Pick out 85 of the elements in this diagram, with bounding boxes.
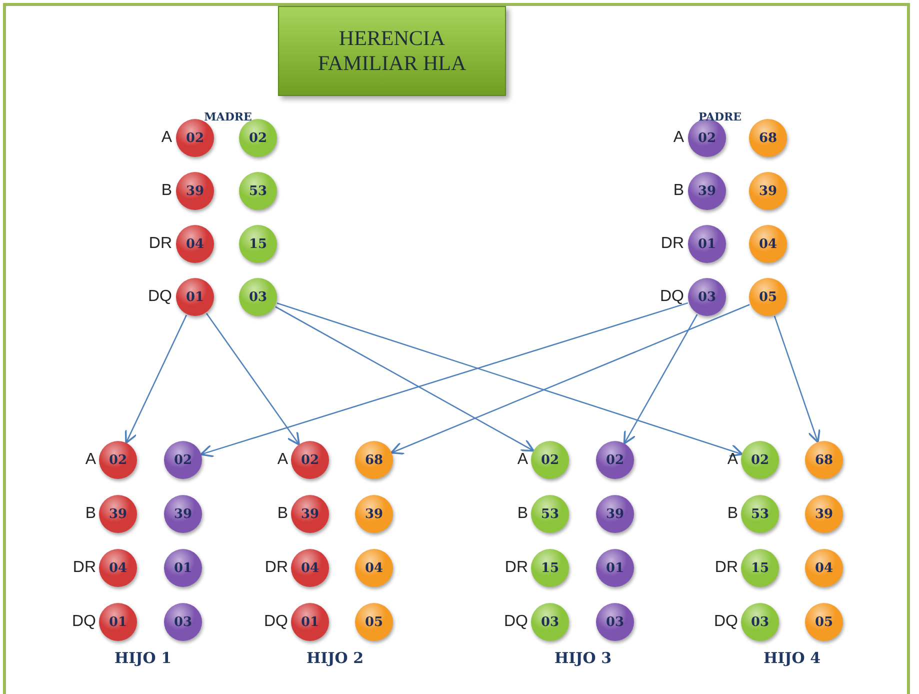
- allele-circle: 68: [749, 119, 787, 157]
- allele-circle: 01: [688, 225, 726, 263]
- row-label: DR: [660, 235, 684, 253]
- row-label: A: [277, 451, 288, 469]
- allele-circle: 15: [741, 549, 779, 587]
- allele-circle: 39: [164, 495, 202, 533]
- allele-circle: 01: [596, 549, 634, 587]
- row-label: DQ: [148, 288, 172, 306]
- allele-circle: 02: [531, 441, 569, 479]
- allele-circle: 68: [805, 441, 843, 479]
- allele-circle: 01: [176, 278, 214, 316]
- child-heading: HIJO 1: [114, 649, 172, 667]
- arrow: [275, 306, 534, 452]
- allele-circle: 04: [355, 549, 393, 587]
- row-label: A: [673, 129, 684, 147]
- allele-circle: 01: [291, 603, 329, 641]
- row-label: B: [85, 505, 96, 523]
- allele-circle: 02: [741, 441, 779, 479]
- allele-circle: 03: [741, 603, 779, 641]
- allele-circle: 02: [164, 441, 202, 479]
- allele-circle: 39: [99, 495, 137, 533]
- allele-circle: 02: [291, 441, 329, 479]
- row-label: B: [161, 182, 172, 200]
- allele-circle: 39: [688, 172, 726, 210]
- row-label: B: [673, 182, 684, 200]
- allele-circle: 03: [164, 603, 202, 641]
- allele-circle: 02: [596, 441, 634, 479]
- arrow: [206, 312, 300, 446]
- arrow: [623, 314, 698, 444]
- row-label: DQ: [72, 613, 96, 631]
- allele-circle: 01: [99, 603, 137, 641]
- allele-circle: 03: [596, 603, 634, 641]
- allele-circle: 01: [164, 549, 202, 587]
- row-label: DR: [504, 559, 528, 577]
- allele-circle: 15: [531, 549, 569, 587]
- arrow: [200, 302, 688, 458]
- allele-circle: 02: [239, 119, 277, 157]
- allele-circle: 02: [99, 441, 137, 479]
- row-label: DQ: [264, 613, 288, 631]
- row-label: A: [727, 451, 738, 469]
- allele-circle: 04: [805, 549, 843, 587]
- arrow: [276, 302, 743, 458]
- allele-circle: 05: [355, 603, 393, 641]
- allele-circle: 39: [805, 495, 843, 533]
- allele-circle: 15: [239, 225, 277, 263]
- row-label: DR: [148, 235, 172, 253]
- row-label: B: [517, 505, 528, 523]
- row-label: B: [277, 505, 288, 523]
- row-label: DQ: [504, 613, 528, 631]
- allele-circle: 53: [531, 495, 569, 533]
- allele-circle: 03: [688, 278, 726, 316]
- allele-circle: 68: [355, 441, 393, 479]
- title-banner: HERENCIA FAMILIAR HLA: [278, 6, 506, 96]
- allele-circle: 39: [596, 495, 634, 533]
- allele-circle: 04: [749, 225, 787, 263]
- row-label: A: [161, 129, 172, 147]
- row-label: DQ: [660, 288, 684, 306]
- row-label: B: [727, 505, 738, 523]
- child-heading: HIJO 2: [306, 649, 364, 667]
- allele-circle: 53: [741, 495, 779, 533]
- row-label: DQ: [714, 613, 738, 631]
- allele-circle: 02: [176, 119, 214, 157]
- allele-circle: 04: [99, 549, 137, 587]
- row-label: DR: [264, 559, 288, 577]
- allele-circle: 04: [176, 225, 214, 263]
- child-heading: HIJO 4: [764, 649, 820, 667]
- arrow: [774, 316, 820, 444]
- arrow: [124, 314, 188, 444]
- allele-circle: 03: [239, 278, 277, 316]
- allele-circle: 39: [355, 495, 393, 533]
- allele-circle: 39: [749, 172, 787, 210]
- allele-circle: 04: [291, 549, 329, 587]
- row-label: DR: [72, 559, 96, 577]
- allele-circle: 39: [176, 172, 214, 210]
- arrow: [390, 304, 750, 455]
- allele-circle: 05: [805, 603, 843, 641]
- allele-circle: 53: [239, 172, 277, 210]
- row-label: DR: [714, 559, 738, 577]
- allele-circle: 02: [688, 119, 726, 157]
- child-heading: HIJO 3: [554, 649, 612, 667]
- allele-circle: 03: [531, 603, 569, 641]
- allele-circle: 05: [749, 278, 787, 316]
- allele-circle: 39: [291, 495, 329, 533]
- row-label: A: [517, 451, 528, 469]
- row-label: A: [85, 451, 96, 469]
